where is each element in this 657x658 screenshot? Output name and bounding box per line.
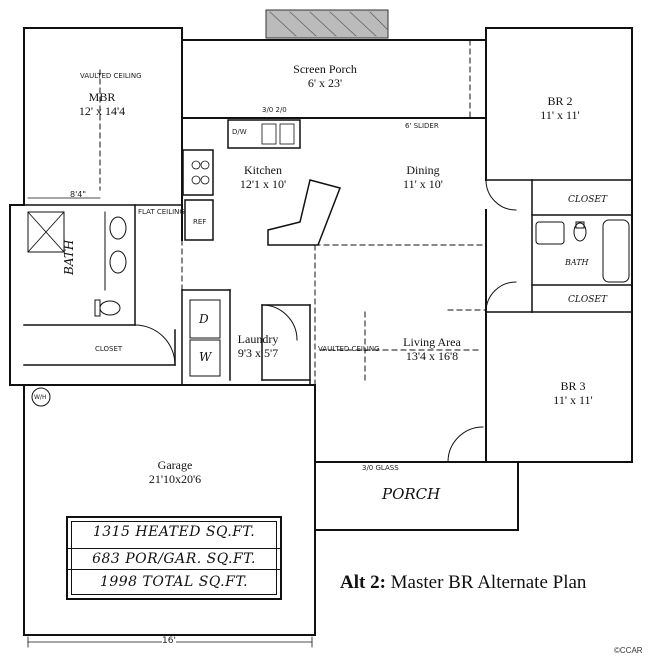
room-mbr: MBR 12' x 14'4: [62, 90, 142, 118]
room-screen-porch: Screen Porch 6' x 23': [280, 62, 370, 90]
caption-text: Master BR Alternate Plan: [385, 572, 587, 593]
room-dim: 9'3 x 5'7: [237, 346, 279, 360]
room-name: BR 3: [560, 379, 586, 393]
label-dishwasher: D/W: [232, 128, 247, 136]
sqft-porch-garage: 683 POR/GAR. SQ.FT.: [68, 548, 280, 570]
room-laundry: Laundry 9'3 x 5'7: [226, 332, 290, 360]
caption-colon: :: [379, 572, 386, 593]
kitchen-island: [267, 179, 342, 246]
room-name: Dining: [406, 163, 440, 177]
label-door-front: 3/0 GLASS: [362, 464, 399, 472]
room-name: MBR: [88, 90, 116, 104]
living-vaulted-note: VAULTED CEILING: [318, 345, 380, 353]
square-footage-box: 1315 HEATED SQ.FT. 683 POR/GAR. SQ.FT. 1…: [66, 516, 282, 600]
room-dining: Dining 11' x 10': [388, 163, 458, 191]
label-closet-master: CLOSET: [95, 345, 123, 353]
room-dim: 12'1 x 10': [239, 177, 287, 191]
room-br3: BR 3 11' x 11': [538, 379, 608, 407]
wall-right-wing: [485, 27, 633, 463]
label-door-slider: 6' SLIDER: [405, 122, 439, 130]
label-flat-ceiling: FLAT CEILING: [138, 208, 185, 216]
room-living-area: Living Area 13'4 x 16'8: [392, 335, 472, 363]
label-door-porch: 3/0 2/0: [262, 106, 287, 114]
label-washer: W: [199, 350, 212, 364]
watermark: ©CCAR: [614, 646, 643, 655]
room-garage: Garage 21'10x20'6: [130, 458, 220, 486]
chimney: [265, 9, 389, 39]
room-dim: 11' x 10': [403, 177, 443, 191]
room-dim: 13'4 x 16'8: [405, 349, 459, 363]
caption-alt: Alt 2: [340, 572, 380, 593]
label-closet-br3: CLOSET: [568, 295, 607, 305]
room-name: BR 2: [547, 94, 573, 108]
room-dim: 21'10x20'6: [148, 472, 202, 486]
room-dim: 11' x 11': [540, 108, 580, 122]
label-closet-br2: CLOSET: [568, 195, 607, 205]
dim-16: 16': [162, 636, 176, 646]
room-name: Laundry: [237, 332, 279, 346]
room-name: Screen Porch: [293, 62, 357, 76]
plan-caption: Alt 2: Master BR Alternate Plan: [340, 572, 586, 594]
sqft-total: 1998 TOTAL SQ.FT.: [99, 574, 249, 590]
vaulted-ceiling-note: VAULTED CEILING: [80, 72, 142, 80]
room-dim: 12' x 14'4: [78, 104, 126, 118]
room-name: Living Area: [403, 335, 461, 349]
room-dim: 11' x 11': [553, 393, 593, 407]
label-dryer: D: [199, 312, 209, 326]
room-name: Kitchen: [244, 163, 282, 177]
dim-8-4: 8'4": [70, 190, 87, 199]
sqft-heated: 1315 HEATED SQ.FT.: [92, 524, 256, 540]
label-hall-bath: BATH: [565, 258, 589, 267]
label-master-bath: BATH: [62, 239, 76, 275]
room-kitchen: Kitchen 12'1 x 10': [228, 163, 298, 191]
label-porch: PORCH: [382, 485, 441, 503]
porch-outline: [314, 461, 519, 531]
label-water-heater: W/H: [34, 394, 47, 401]
label-refrigerator: REF: [193, 218, 207, 226]
room-name: Garage: [157, 458, 193, 472]
room-dim: 6' x 23': [307, 76, 343, 90]
room-br2: BR 2 11' x 11': [525, 94, 595, 122]
wall-mbr: [23, 27, 183, 119]
